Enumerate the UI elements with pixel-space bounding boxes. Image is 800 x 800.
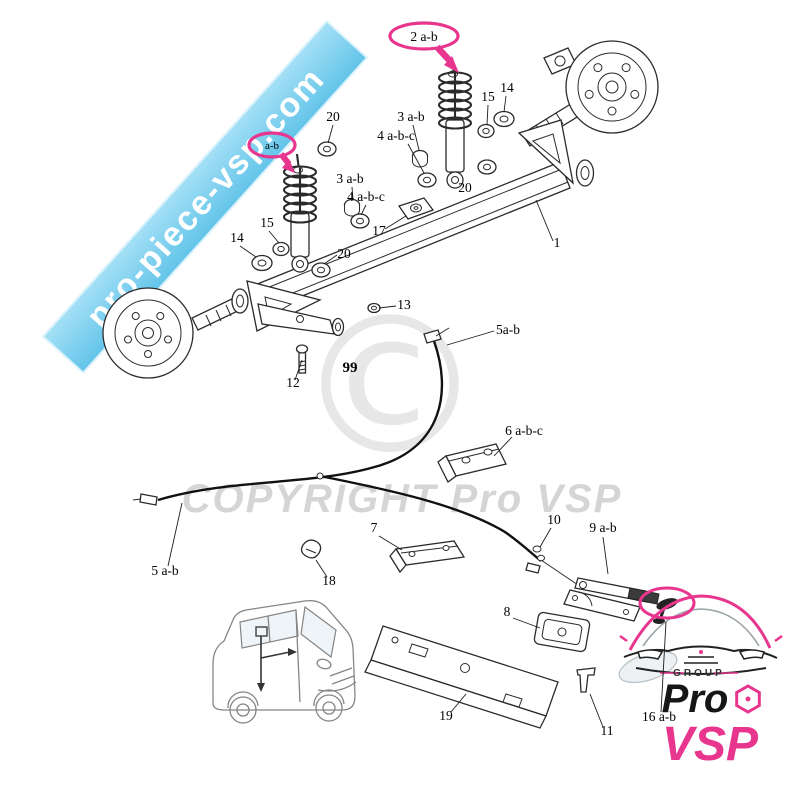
logo-car-bumper	[635, 667, 767, 675]
leader-lines	[167, 95, 667, 728]
logo-car-windshield	[642, 608, 760, 647]
highlight-arrow-right-head	[444, 56, 459, 73]
axle-assembly-artwork	[102, 40, 678, 729]
part-label-20-left: 20	[337, 246, 351, 261]
part-label-9ab: 9 a-b	[589, 520, 617, 535]
part-label-10: 10	[547, 512, 561, 527]
part-label-16ab: 16 a-b	[642, 709, 676, 724]
part-label-12: 12	[286, 375, 300, 390]
part-label-20-upper: 20	[326, 109, 340, 124]
pivot-bolt	[295, 344, 309, 374]
cable-guide-bracket	[437, 443, 507, 483]
left-brake-hub	[102, 287, 243, 379]
part-label-17: 17	[372, 223, 386, 238]
logo-headlight-left	[637, 649, 664, 660]
cable-fasteners	[525, 545, 545, 574]
part-label-6abc: 6 a-b-c	[505, 423, 543, 438]
long-support-bracket	[364, 625, 559, 729]
highlight-arrow-left-head	[282, 159, 295, 173]
part-label-2ab: 2 a-b	[410, 29, 438, 44]
handbrake-lever	[563, 577, 660, 622]
anchor-plate	[533, 611, 591, 653]
right-shock-absorber	[437, 57, 473, 189]
part-label-4abc-left: 4 a-b-c	[347, 189, 385, 204]
logo-car-roof	[628, 594, 772, 651]
van-arrow-down-icon	[257, 683, 265, 692]
logo-headlight-right	[738, 649, 765, 660]
logo-vsp-text: VSP	[662, 718, 759, 771]
part-label-3ab-upper: 3 a-b	[397, 109, 425, 124]
part-label-7: 7	[371, 520, 378, 535]
part-label-8: 8	[504, 604, 511, 619]
part-label-13: 13	[397, 297, 411, 312]
part-label-20-right: 20	[458, 180, 472, 195]
cable-clip	[300, 539, 322, 559]
part-label-18: 18	[322, 573, 336, 588]
highlight-ellipse-16ab	[638, 586, 696, 620]
part-label-2ab-partial: a-b	[265, 140, 280, 152]
part-label-15-left: 15	[260, 215, 274, 230]
van-arrow-right-icon	[288, 648, 297, 656]
provsp-logo: GROUP Pro VSP	[618, 594, 783, 771]
part-label-19: 19	[439, 708, 453, 723]
part-label-14-upper: 14	[500, 80, 514, 95]
pink-highlights	[247, 21, 696, 620]
part-label-3ab-left: 3 a-b	[336, 171, 364, 186]
part-label-14-left: 14	[230, 230, 244, 245]
left-shock-absorber	[282, 153, 318, 273]
logo-pro-text: Pro	[662, 677, 729, 721]
part-label-99: 99	[343, 360, 358, 376]
part-label-5ab-lower: 5 a-b	[151, 563, 179, 578]
banner-ribbon	[41, 19, 369, 375]
bushing-block	[397, 197, 435, 220]
part-label-1: 1	[554, 235, 561, 250]
logo-group-text: GROUP	[673, 668, 725, 679]
highlight-ellipse-2ab	[388, 21, 460, 51]
part-label-4abc-upper: 4 a-b-c	[377, 128, 415, 143]
part-label-15-upper: 15	[481, 89, 495, 104]
axle-beam	[231, 119, 595, 337]
part-number-labels: 2 a-b 20 3 a-b 4 a-b-c 15 14 a-b 3 a-b 4…	[151, 29, 676, 738]
highlight-arrow-right-shaft	[434, 44, 453, 64]
mounting-bracket	[389, 540, 466, 574]
part-label-5ab-upper: 5a-b	[496, 322, 520, 337]
highlight-ellipse-left	[247, 131, 297, 159]
grommet-pin	[576, 667, 596, 693]
washers-and-nuts	[251, 110, 515, 314]
part-label-11: 11	[601, 723, 614, 738]
van-sketch	[212, 599, 357, 724]
handbrake-cables	[132, 327, 579, 586]
